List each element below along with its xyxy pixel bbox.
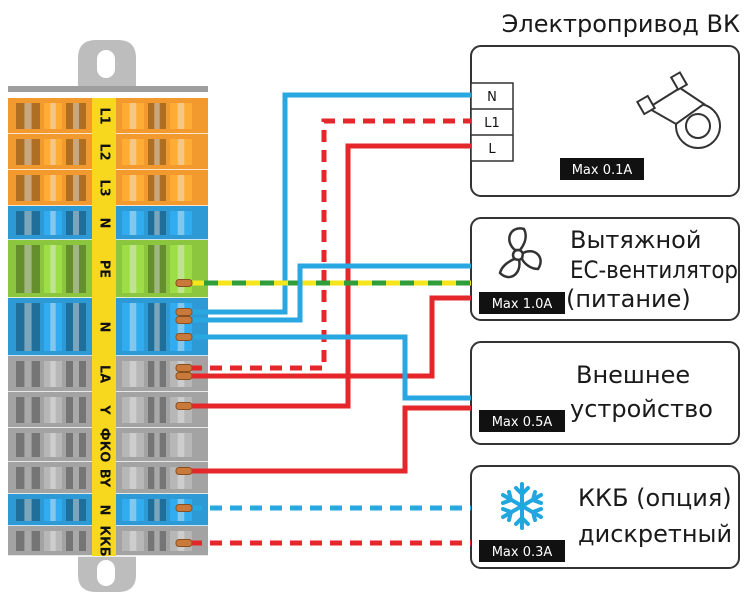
wire-end — [175, 316, 193, 324]
din-rail — [8, 40, 208, 592]
terminal-label: ККБ — [97, 525, 112, 556]
wire-ends — [175, 279, 193, 547]
valve-actuator-icon — [635, 71, 721, 149]
external-max-label: Max 0.5A — [492, 415, 553, 430]
terminal-label: Y — [97, 404, 112, 415]
terminal-row: L1 — [8, 98, 208, 135]
kkb-max-label: Max 0.3A — [492, 545, 553, 560]
wire-end — [175, 402, 193, 410]
wire-end — [175, 504, 193, 512]
wire-end — [175, 333, 193, 341]
external-line1: Внешнее — [576, 361, 690, 389]
wire-actuator-l1 — [190, 118, 471, 371]
fan-max-label: Max 1.0A — [492, 297, 553, 312]
terminal-row: ККБ — [8, 525, 208, 557]
terminal-label: L3 — [97, 179, 112, 196]
external-device-box: Внешнее устройство Max 0.5A — [470, 341, 740, 445]
fan-icon — [498, 227, 542, 279]
terminal-label: N — [97, 505, 112, 516]
wire-external-by — [190, 405, 471, 474]
kkb-line2: дискретный — [578, 520, 732, 548]
terminal-row: L3 — [8, 170, 208, 207]
actuator-title: Электропривод ВК — [502, 10, 740, 38]
terminal-label: PE — [97, 260, 112, 278]
actuator-pin-l: L — [488, 142, 496, 157]
wire-end — [175, 279, 193, 287]
wire-end — [175, 467, 193, 475]
wire-end — [175, 308, 193, 316]
terminal-label: BY — [97, 469, 112, 488]
kkb-line1: ККБ (опция) — [578, 484, 732, 512]
terminal-row: L2 — [8, 134, 208, 171]
terminal-row: Y — [8, 392, 208, 429]
external-line2: устройство — [570, 395, 713, 423]
terminal-row: PE — [8, 240, 208, 299]
wire-end — [175, 372, 193, 380]
wire-fan-l — [190, 295, 471, 379]
actuator-pin-n: N — [487, 90, 497, 105]
terminal-label: N — [97, 218, 112, 229]
terminal-label: L1 — [97, 107, 112, 124]
fan-box: Вытяжной ЕС-вентилятор (питание) Max 1.0… — [470, 217, 740, 321]
terminal-label: L2 — [97, 143, 112, 160]
wire-external-n — [190, 334, 471, 401]
actuator-max-label: Max 0.1A — [572, 163, 633, 178]
terminal-label: ФКО — [97, 428, 112, 463]
wire-actuator-l — [190, 143, 471, 409]
terminal-row: N — [8, 206, 208, 241]
fan-line2: ЕС-вентилятор — [570, 256, 738, 284]
terminal-row: ФКО — [8, 428, 208, 463]
wire-end — [175, 539, 193, 547]
terminal-label: LA — [97, 365, 112, 383]
fan-line3: (питание) — [566, 285, 691, 313]
terminal-row: N — [8, 298, 208, 357]
actuator-box: N L1 L Max 0.1A — [470, 45, 740, 197]
fan-line1: Вытяжной — [570, 226, 701, 254]
terminal-row: BY — [8, 462, 208, 495]
actuator-pin-l1: L1 — [484, 116, 500, 131]
snowflake-icon — [501, 482, 543, 530]
wire-end — [175, 364, 193, 372]
wire-fan-n — [190, 263, 471, 323]
terminal-label: N — [97, 322, 112, 333]
kkb-box: ККБ (опция) дискретный Max 0.3A — [470, 465, 740, 569]
wire-actuator-n — [190, 92, 471, 315]
wires — [190, 92, 471, 546]
